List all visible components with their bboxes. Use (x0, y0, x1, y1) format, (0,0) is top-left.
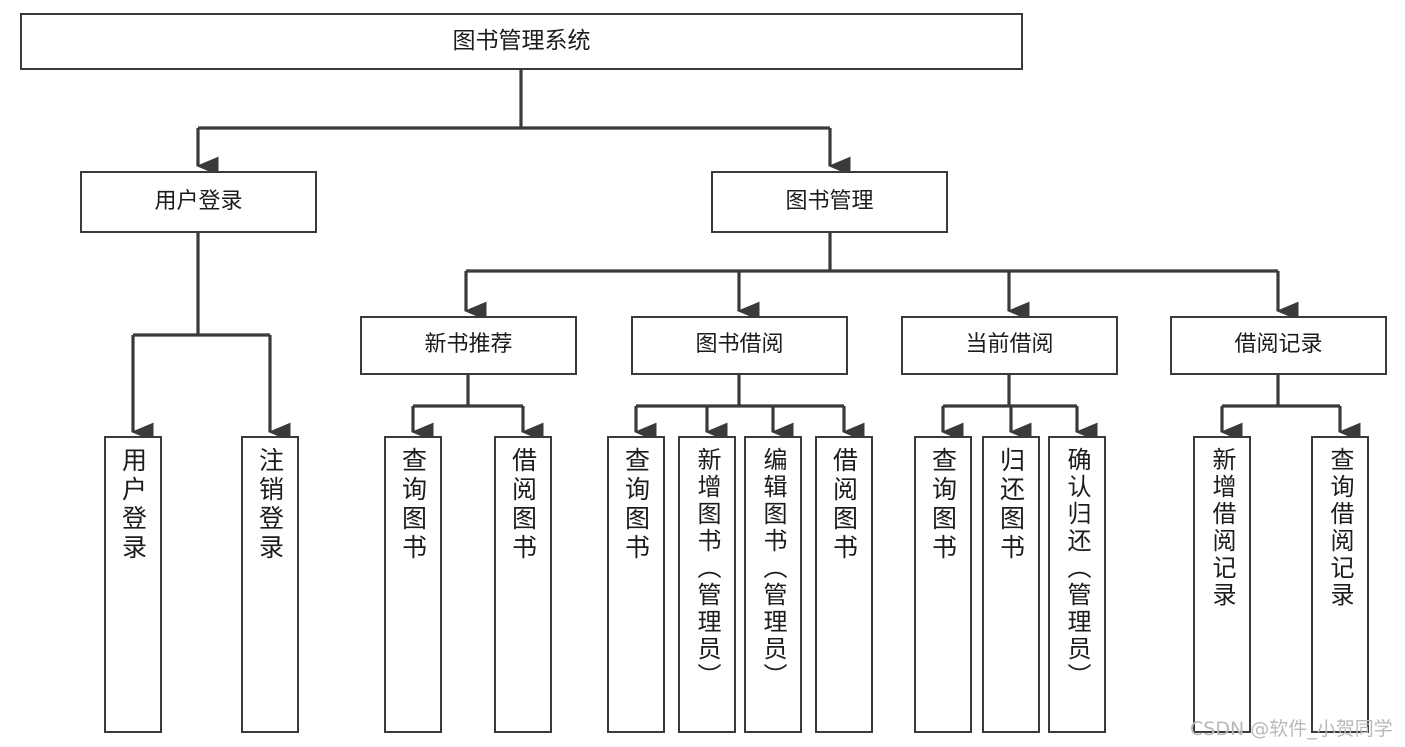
leaf-borrow-book-recommend[interactable]: 借阅图书 (494, 436, 552, 733)
leaf-query-book-current[interactable]: 查询图书 (914, 436, 972, 733)
node-label: 新增借阅记录 (1208, 447, 1236, 609)
leaf-add-book[interactable]: 新增图书（管理员） (678, 436, 736, 733)
node-label: 借阅图书 (829, 447, 859, 563)
leaf-edit-book[interactable]: 编辑图书（管理员） (744, 436, 802, 733)
leaf-borrow-book[interactable]: 借阅图书 (815, 436, 873, 733)
node-label: 用户登录 (118, 447, 148, 563)
node-new-book-recommend[interactable]: 新书推荐 (360, 316, 577, 375)
node-root-system[interactable]: 图书管理系统 (20, 13, 1023, 70)
node-label: 用户登录 (154, 188, 243, 214)
leaf-user-login[interactable]: 用户登录 (104, 436, 162, 733)
node-label: 新增图书（管理员） (693, 447, 721, 690)
node-label: 借阅图书 (508, 447, 538, 563)
node-label: 查询图书 (398, 447, 428, 563)
node-label: 查询图书 (928, 447, 958, 563)
node-borrow-record[interactable]: 借阅记录 (1170, 316, 1387, 375)
node-current-borrow[interactable]: 当前借阅 (901, 316, 1118, 375)
csdn-watermark: CSDN @软件_小贺同学 (1190, 718, 1393, 740)
node-label: 注销登录 (255, 447, 285, 563)
node-label: 图书管理 (785, 188, 874, 214)
node-label: 图书借阅 (695, 332, 784, 358)
node-label: 查询借阅记录 (1326, 447, 1354, 609)
node-book-borrow[interactable]: 图书借阅 (631, 316, 848, 375)
node-label: 当前借阅 (965, 332, 1054, 358)
node-label: 编辑图书（管理员） (759, 447, 787, 690)
leaf-add-borrow-record[interactable]: 新增借阅记录 (1193, 436, 1251, 733)
node-label: 查询图书 (621, 447, 651, 563)
node-label: 新书推荐 (424, 332, 513, 358)
leaf-query-book-borrow[interactable]: 查询图书 (607, 436, 665, 733)
node-label: 确认归还（管理员） (1063, 447, 1091, 690)
leaf-logout[interactable]: 注销登录 (241, 436, 299, 733)
leaf-query-borrow-record[interactable]: 查询借阅记录 (1311, 436, 1369, 733)
node-book-manage[interactable]: 图书管理 (711, 171, 948, 233)
node-label: 借阅记录 (1234, 332, 1323, 358)
node-label: 图书管理系统 (452, 27, 591, 54)
leaf-query-book-recommend[interactable]: 查询图书 (384, 436, 442, 733)
leaf-return-book[interactable]: 归还图书 (982, 436, 1040, 733)
leaf-confirm-return[interactable]: 确认归还（管理员） (1048, 436, 1106, 733)
node-label: 归还图书 (996, 447, 1026, 563)
node-user-login[interactable]: 用户登录 (80, 171, 317, 233)
